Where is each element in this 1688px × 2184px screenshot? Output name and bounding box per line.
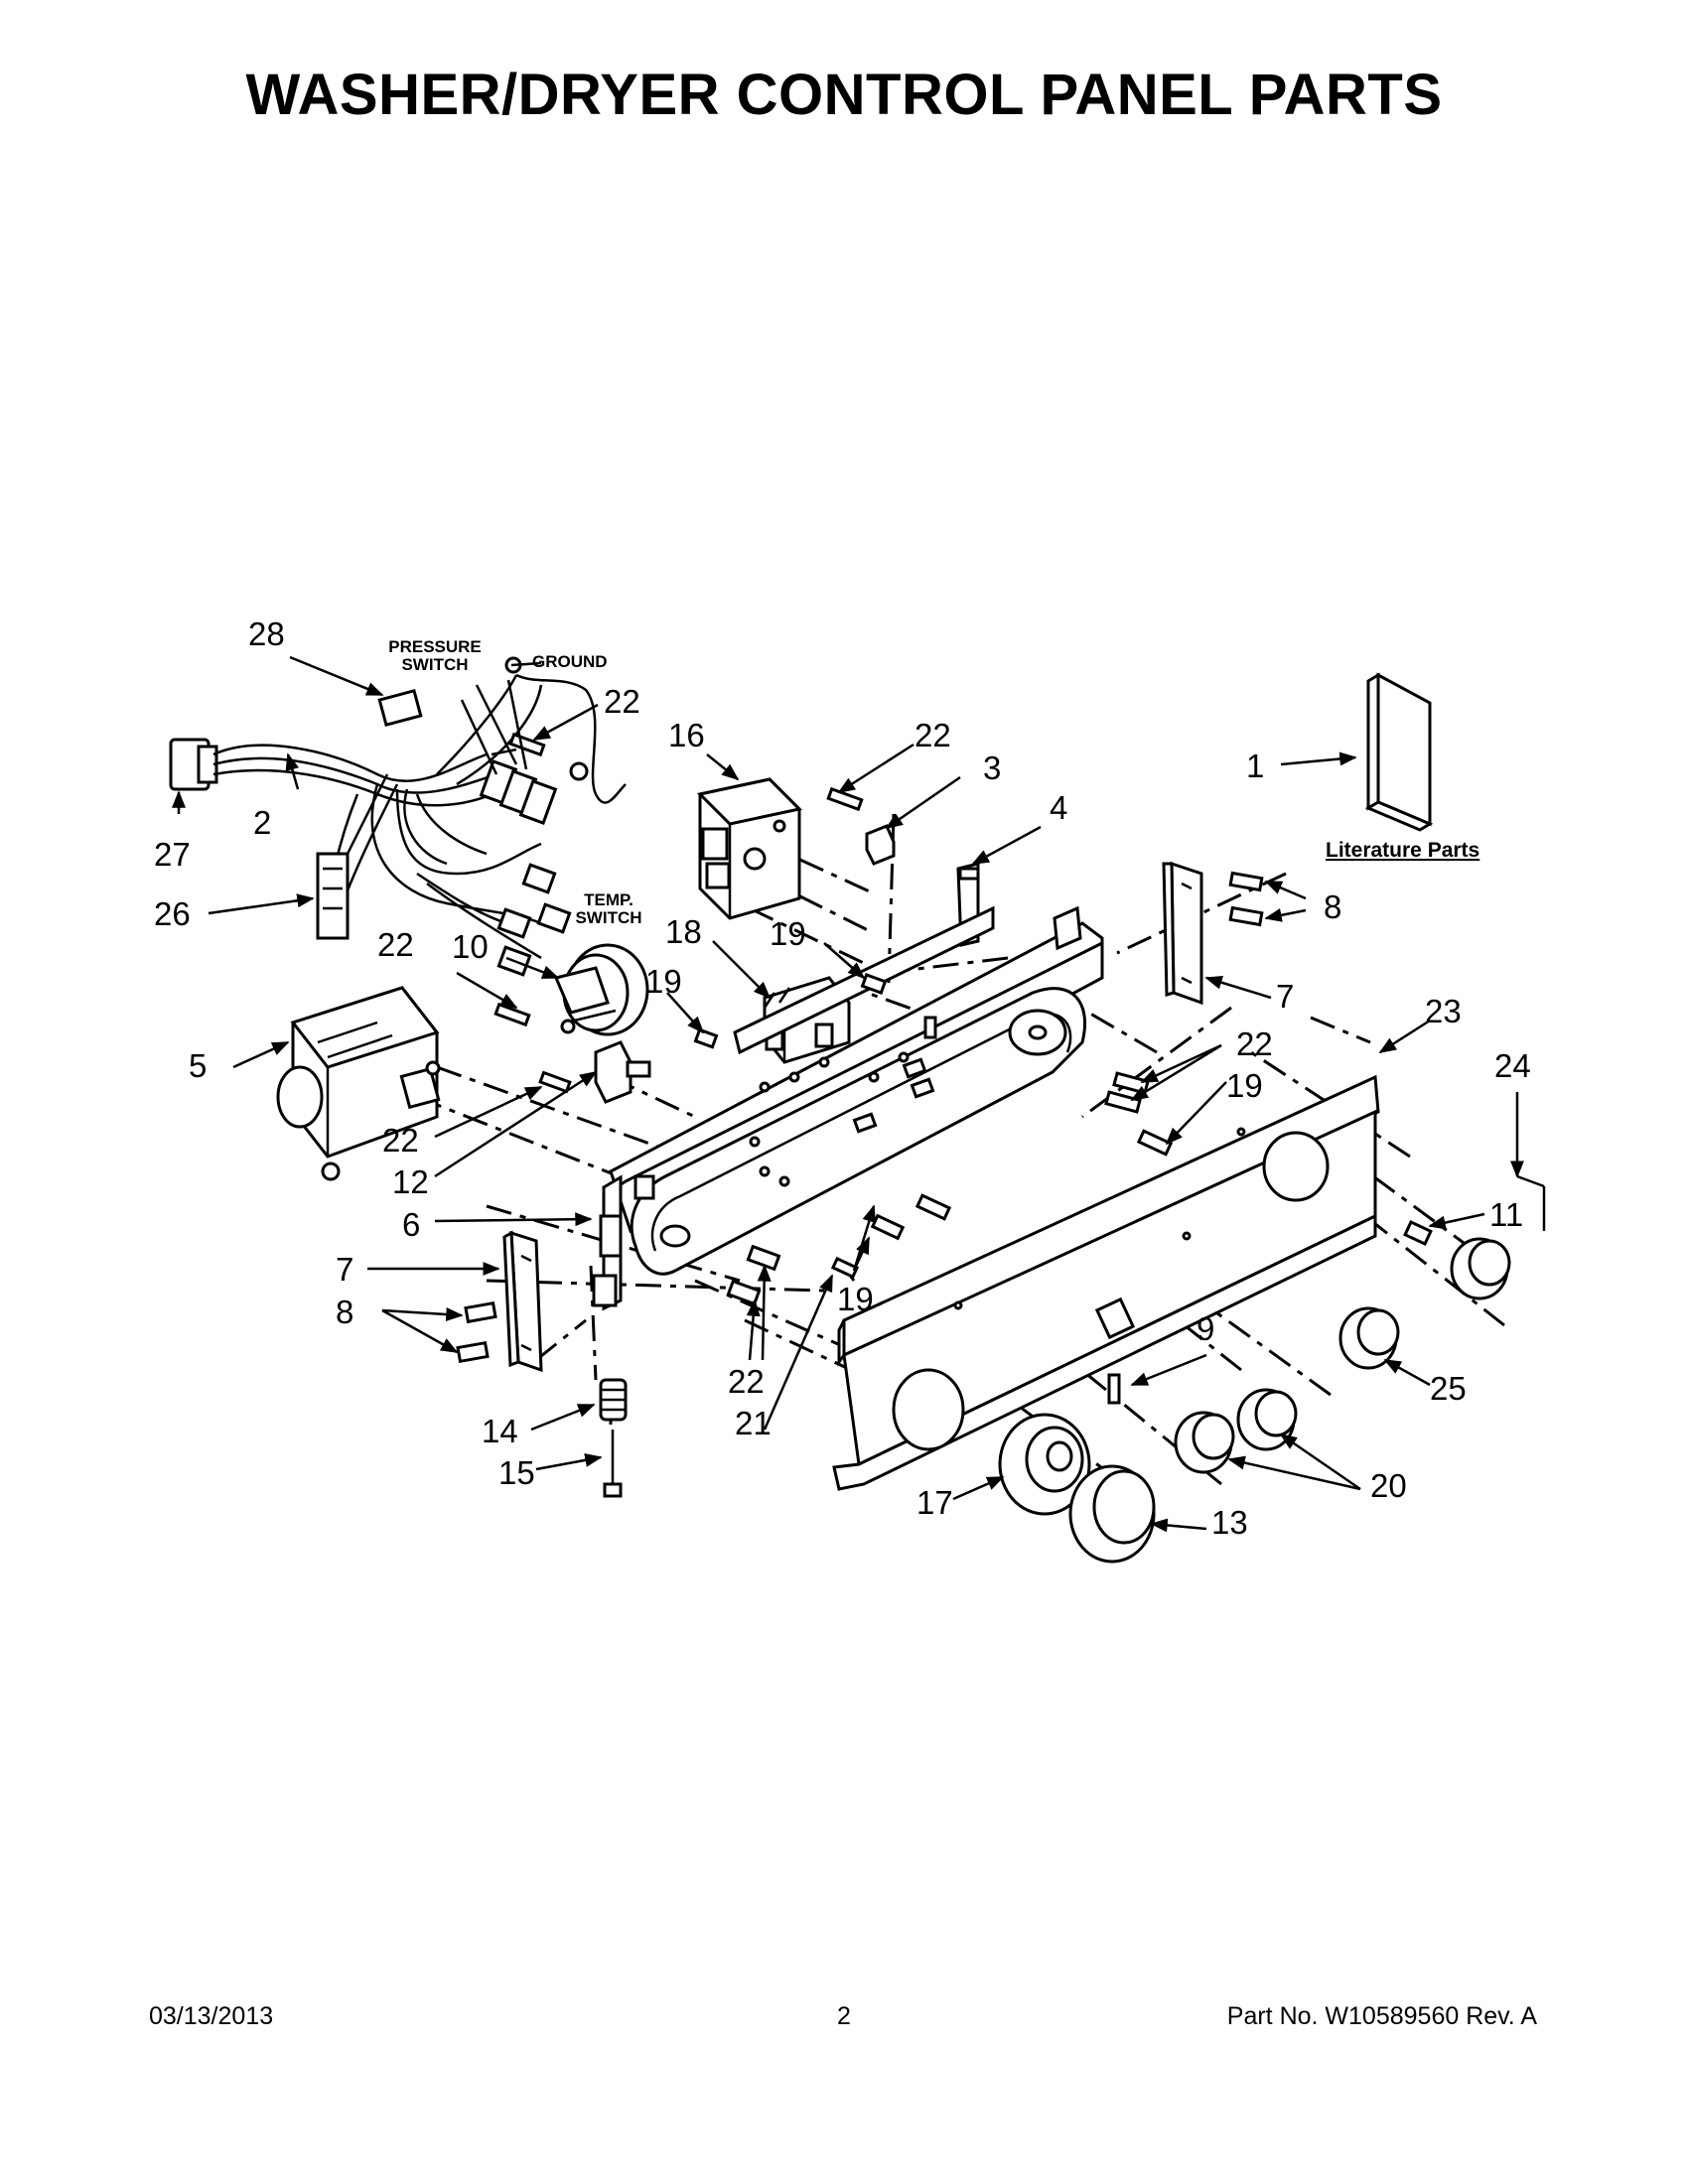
temp-switch-label-line1: TEMP. [584, 890, 633, 909]
callout-7: 7 [336, 1251, 353, 1288]
callout-28: 28 [248, 615, 285, 652]
pressure-switch-label-line1: PRESSURE [388, 637, 482, 656]
dial-timer-part [696, 777, 803, 920]
footer-date: 03/13/2013 [149, 2002, 274, 2030]
callout-13: 13 [1211, 1504, 1248, 1541]
pressure-switch-part [553, 943, 649, 1036]
callout-25: 25 [1430, 1370, 1467, 1407]
callout-22: 22 [728, 1363, 765, 1400]
callout-5: 5 [189, 1047, 207, 1084]
callout-4: 4 [1050, 789, 1067, 826]
pressure-switch-label-line2: SWITCH [401, 655, 468, 674]
callout-18: 18 [665, 913, 702, 950]
callout-9: 9 [1196, 1310, 1214, 1347]
part-callouts: 28 22 16 22 3 4 1 2 27 26 8 7 22 10 19 1… [154, 615, 1531, 1541]
callout-2: 2 [253, 804, 271, 841]
callout-24: 24 [1494, 1047, 1531, 1084]
callout-21: 21 [735, 1405, 772, 1441]
callout-14: 14 [482, 1413, 518, 1449]
foot-part-14 [599, 1378, 628, 1422]
callout-11: 11 [1489, 1196, 1523, 1233]
knob-20b [1236, 1388, 1298, 1451]
callout-3: 3 [983, 750, 1001, 786]
end-cap-right [1162, 861, 1203, 1006]
console-panel [832, 1074, 1380, 1491]
literature-parts-booklet [1364, 672, 1434, 832]
small-switch-part [594, 1040, 651, 1104]
callout-20: 20 [1370, 1467, 1407, 1504]
callout-8: 8 [1324, 888, 1341, 925]
callout-6: 6 [402, 1206, 420, 1243]
callout-7: 7 [1276, 978, 1294, 1015]
ground-label: GROUND [532, 652, 608, 671]
callout-22: 22 [382, 1122, 419, 1159]
callout-19: 19 [837, 1281, 874, 1317]
callout-19: 19 [645, 963, 682, 1000]
wire-harness [169, 656, 627, 977]
callout-16: 16 [668, 717, 705, 753]
leader-lines [172, 655, 1546, 1533]
knob-13 [1068, 1464, 1156, 1564]
callout-19: 19 [1226, 1067, 1263, 1104]
timer-module-part [276, 986, 441, 1181]
diagram-text-labels: PRESSURE SWITCH GROUND TEMP. SWITCH Lite… [388, 637, 1479, 927]
callout-12: 12 [392, 1163, 429, 1200]
callout-22: 22 [914, 717, 951, 753]
callout-22: 22 [377, 926, 414, 963]
footer-part-number: Part No. W10589560 Rev. A [1226, 2002, 1537, 2030]
knob-11 [1403, 1220, 1511, 1300]
callout-26: 26 [154, 895, 191, 932]
callout-15: 15 [498, 1454, 535, 1491]
knob-skirt-17 [998, 1413, 1091, 1516]
temp-switch-label-line2: SWITCH [575, 908, 641, 927]
callout-1: 1 [1246, 748, 1264, 784]
clip-part [865, 824, 896, 866]
footer-page-number: 2 [837, 2002, 851, 2030]
callout-23: 23 [1425, 993, 1462, 1029]
callout-19: 19 [770, 915, 806, 952]
page-title: WASHER/DRYER CONTROL PANEL PARTS [245, 63, 1443, 127]
callout-27: 27 [154, 836, 191, 873]
callout-8: 8 [336, 1294, 353, 1330]
end-cap-left [502, 1230, 543, 1373]
literature-parts-label: Literature Parts [1326, 839, 1479, 862]
callout-22: 22 [604, 683, 640, 720]
screw-part-15 [603, 1430, 623, 1498]
knob-20a [1174, 1411, 1235, 1474]
callout-22: 22 [1236, 1025, 1273, 1062]
callout-10: 10 [452, 928, 489, 965]
callout-17: 17 [916, 1484, 953, 1521]
knob-25 [1338, 1306, 1400, 1370]
